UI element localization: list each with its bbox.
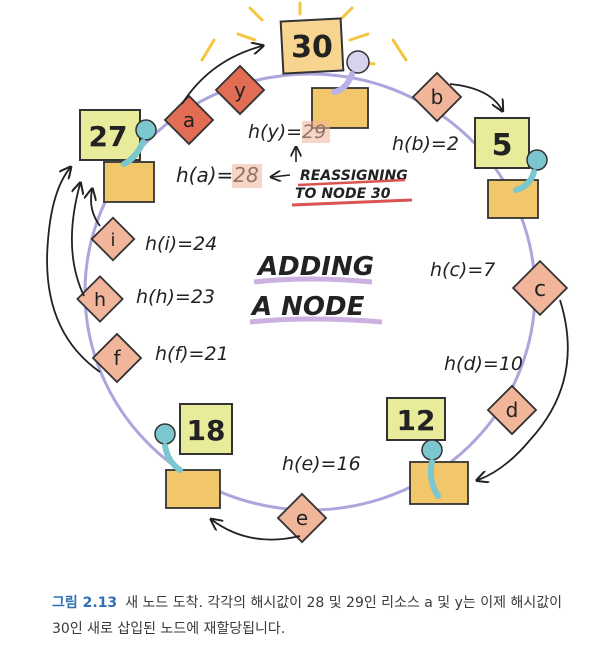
key-f: f bbox=[91, 332, 143, 384]
character-head bbox=[135, 119, 157, 141]
svg-text:e: e bbox=[296, 506, 308, 530]
desk bbox=[165, 469, 221, 509]
key-b: b bbox=[411, 71, 463, 123]
key-d: d bbox=[486, 384, 538, 436]
node-5: 5 bbox=[474, 117, 548, 219]
svg-text:a: a bbox=[183, 108, 195, 132]
svg-text:y: y bbox=[234, 78, 246, 102]
svg-text:b: b bbox=[431, 85, 444, 109]
diagram-title: ADDING A NODE bbox=[249, 252, 383, 325]
title-line-1: ADDING bbox=[256, 252, 374, 282]
hash-f-label: h(f)=21 bbox=[155, 343, 229, 365]
key-y: y bbox=[214, 64, 266, 116]
character-head bbox=[526, 149, 548, 171]
key-h: h bbox=[76, 275, 124, 323]
assignment-arrows bbox=[46, 46, 569, 541]
key-a: a bbox=[163, 94, 215, 146]
key-c: c bbox=[511, 259, 569, 317]
svg-text:d: d bbox=[506, 398, 519, 422]
hash-b-label: h(b)=2 bbox=[392, 133, 459, 155]
node-12: 12 bbox=[386, 397, 469, 505]
node-12-label: 12 bbox=[397, 404, 436, 437]
node-27-label: 27 bbox=[89, 120, 128, 153]
key-i: i bbox=[90, 216, 136, 262]
title-line-2: A NODE bbox=[250, 292, 365, 322]
hash-e-label: h(e)=16 bbox=[282, 453, 361, 475]
hash-c-label: h(c)=7 bbox=[430, 259, 495, 281]
key-e: e bbox=[276, 492, 328, 544]
desk bbox=[487, 179, 539, 219]
hash-labels: h(y)=29 h(b)=2 h(a)=28 h(i)=24 h(c)=7 h(… bbox=[136, 121, 523, 475]
node-18: 18 bbox=[154, 403, 233, 509]
hash-d-label: h(d)=10 bbox=[444, 353, 523, 375]
node-30-label: 30 bbox=[291, 30, 333, 65]
node-5-label: 5 bbox=[492, 128, 513, 163]
hash-h-label: h(h)=23 bbox=[136, 286, 215, 308]
desk bbox=[409, 461, 469, 505]
caption-text: 새 노드 도착. 각각의 해시값이 28 및 29인 리소스 a 및 y는 이제… bbox=[52, 595, 562, 637]
desk bbox=[103, 161, 155, 203]
note-line-2: TO NODE 30 bbox=[295, 186, 391, 202]
node-27: 27 bbox=[79, 109, 157, 203]
svg-text:c: c bbox=[534, 277, 546, 302]
svg-text:i: i bbox=[110, 230, 115, 251]
figure-label: 그림 2.13 bbox=[52, 595, 118, 611]
character-head bbox=[154, 423, 176, 445]
node-30: 30 bbox=[279, 17, 370, 129]
node-18-label: 18 bbox=[187, 414, 226, 447]
node-30-glow bbox=[200, 1, 408, 66]
svg-text:f: f bbox=[113, 346, 121, 370]
character-head bbox=[346, 50, 370, 74]
consistent-hashing-diagram: 30 5 12 18 27 a bbox=[46, 1, 569, 544]
hash-i-label: h(i)=24 bbox=[145, 233, 217, 255]
reassigning-note: REASSIGNING TO NODE 30 bbox=[272, 148, 413, 207]
svg-text:h: h bbox=[94, 289, 106, 311]
character-head bbox=[421, 439, 443, 461]
